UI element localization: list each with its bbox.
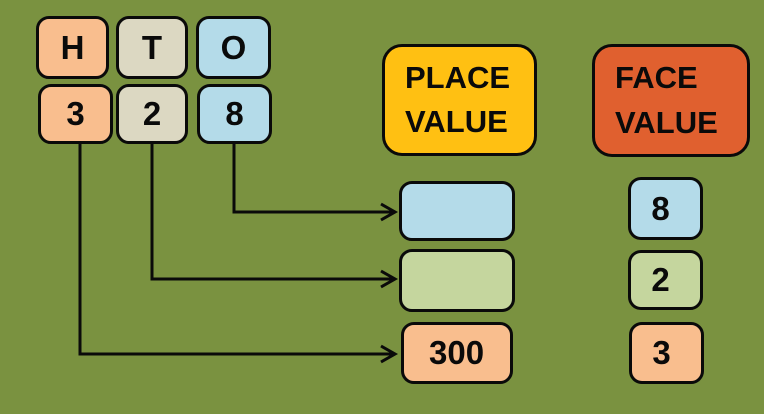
column-header-tens: T: [116, 16, 188, 79]
arrow-hundreds-to-place-value: [78, 144, 393, 356]
arrow-ones-to-place-value: [232, 144, 393, 214]
face-value-title: FACE VALUE: [592, 44, 750, 157]
face-value-box-hundreds: 3: [629, 322, 704, 384]
place-value-box-ones: [399, 181, 515, 241]
place-value-box-tens: [399, 249, 515, 312]
column-header-ones: O: [196, 16, 271, 79]
arrowhead-hundreds-icon: [380, 344, 399, 364]
face-value-box-tens: 2: [628, 250, 703, 310]
digit-hundreds: 3: [38, 84, 113, 144]
face-value-box-ones: 8: [628, 177, 703, 240]
arrowhead-tens-icon: [380, 269, 399, 289]
place-value-title: PLACE VALUE: [382, 44, 537, 156]
digit-ones: 8: [197, 84, 272, 144]
arrowhead-ones-icon: [380, 202, 399, 222]
arrow-tens-to-place-value: [150, 144, 393, 281]
digit-tens: 2: [116, 84, 188, 144]
column-header-hundreds: H: [36, 16, 109, 79]
place-value-box-hundreds: 300: [401, 322, 513, 384]
